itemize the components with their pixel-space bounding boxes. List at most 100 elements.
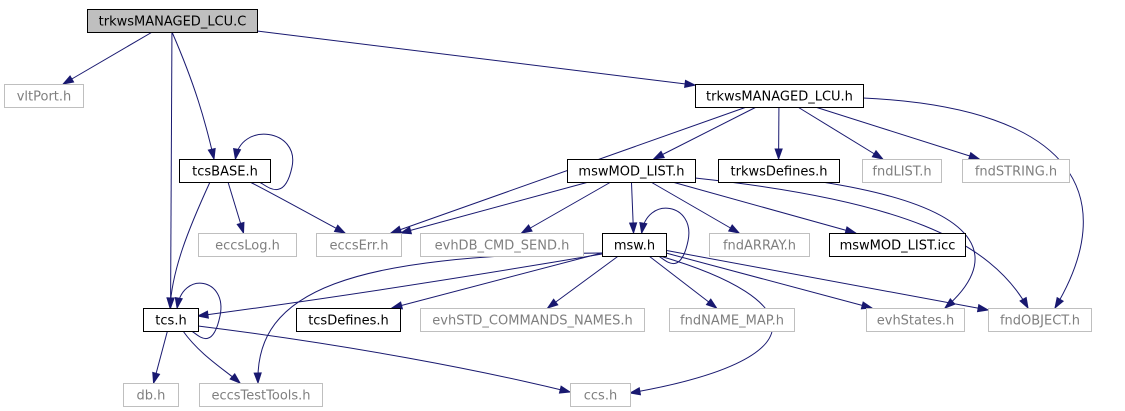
node-eccsErr-label: eccsErr.h: [330, 239, 389, 254]
edge-tcs-to-db: [152, 330, 168, 385]
node-root-label: trkwsMANAGED_LCU.C: [99, 15, 247, 30]
edge-mlcuh-to-fndOBJ-arrowhead: [1054, 296, 1065, 310]
edge-tcsBASE-to-eccsLog-arrowhead: [236, 221, 245, 235]
edge-tcsBASE-to-tcs-line: [169, 181, 211, 309]
node-evhDB-label: evhDB_CMD_SEND.h: [435, 239, 570, 254]
edge-msw-to-tcsDef: [390, 252, 603, 310]
edge-root-to-vltPort-arrowhead: [61, 75, 75, 85]
edge-msw-to-tcs-arrowhead: [196, 310, 209, 319]
edge-mlcuh-to-fndOBJ: [862, 97, 1084, 310]
node-eccsErr-box: [316, 233, 402, 257]
edge-tcsBASE-to-tcs: [166, 181, 211, 310]
edge-mswMOD-to-fndARRAY-arrowhead: [727, 224, 741, 234]
edge-tcsBASE-to-tcsBASE: [232, 133, 294, 191]
edges-layer: [61, 30, 1084, 396]
edge-tcs-to-eccsTT: [182, 330, 242, 384]
node-mswICC-box: [829, 233, 966, 257]
edge-root-to-tcs: [166, 31, 175, 310]
edge-mlcuh-to-trkwsDef-arrowhead: [774, 148, 783, 161]
node-root-box: [87, 9, 258, 33]
edge-msw-to-evhStates-line: [665, 252, 873, 309]
node-evhSTD: evhSTD_COMMANDS_NAMES.h: [420, 308, 645, 332]
edge-tcsBASE-to-eccsErr-arrowhead: [333, 224, 347, 234]
edge-msw-to-tcsDef-line: [391, 252, 603, 309]
node-db: db.h: [123, 383, 179, 407]
edge-msw-to-tcs: [196, 253, 603, 319]
node-tcsBASE[interactable]: tcsBASE.h: [179, 159, 271, 183]
edge-tcsBASE-to-tcsBASE-line: [234, 133, 294, 191]
edge-mswMOD-to-msw-arrowhead: [628, 222, 638, 235]
edge-root-to-vltPort: [61, 31, 153, 85]
edge-mswMOD-to-msw: [628, 181, 638, 235]
node-fndOBJ-label: fndOBJECT.h: [1000, 314, 1080, 329]
node-fndSTRING-label: fndSTRING.h: [975, 165, 1057, 180]
node-fndLIST-label: fndLIST.h: [872, 165, 931, 180]
edge-mswMOD-to-evhDB-line: [521, 181, 612, 234]
edge-mlcuh-to-mswMOD-arrowhead: [652, 150, 665, 160]
node-mswICC-label: mswMOD_LIST.icc: [840, 239, 956, 254]
node-eccsLog-label: eccsLog.h: [215, 239, 280, 254]
node-fndOBJ: fndOBJECT.h: [988, 308, 1092, 332]
edge-msw-to-ccs-arrowhead: [628, 387, 642, 396]
node-trkwsDef[interactable]: trkwsDefines.h: [718, 159, 840, 183]
edge-trkwsDef-to-evhStates-line: [821, 181, 976, 309]
edge-msw-to-evhStates: [665, 252, 874, 310]
node-fndNAME: fndNAME_MAP.h: [669, 308, 795, 332]
node-eccsErr: eccsErr.h: [316, 233, 402, 257]
edge-tcs-to-eccsTT-arrowhead: [229, 372, 242, 384]
edge-mlcuh-to-fndLIST-line: [797, 106, 883, 160]
node-tcsDef-box: [296, 308, 401, 332]
node-root[interactable]: trkwsMANAGED_LCU.C: [87, 9, 258, 33]
edge-msw-to-evhSTD-arrowhead: [546, 298, 559, 309]
node-fndLIST: fndLIST.h: [862, 159, 942, 183]
edge-mlcuh-to-mswMOD: [652, 106, 757, 160]
node-trkwsDef-box: [718, 159, 840, 183]
node-eccsTT: eccsTestTools.h: [199, 383, 323, 407]
edge-tcs-to-ccs-arrowhead: [558, 385, 572, 394]
edge-mlcuh-to-mswMOD-line: [653, 106, 757, 160]
node-tcs-label: tcs.h: [155, 314, 186, 329]
node-mlcuh-box: [695, 84, 864, 108]
edge-root-to-vltPort-line: [62, 31, 153, 85]
edge-tcsBASE-to-eccsErr: [249, 181, 347, 234]
node-tcsDef-label: tcsDefines.h: [308, 314, 389, 329]
node-db-label: db.h: [137, 389, 166, 404]
edge-tcs-to-tcs: [174, 282, 222, 340]
edge-mswMOD-to-mswICC: [672, 181, 858, 235]
edge-msw-to-msw-arrowhead: [639, 221, 648, 235]
node-eccsLog: eccsLog.h: [198, 233, 297, 257]
edge-tcsBASE-to-eccsErr-line: [249, 181, 346, 234]
node-trkwsDef-label: trkwsDefines.h: [731, 165, 828, 180]
edge-tcsBASE-to-tcsBASE-arrowhead: [232, 147, 242, 161]
edge-msw-to-tcsDef-arrowhead: [390, 301, 404, 310]
edge-root-to-mlcuh-line: [256, 30, 696, 86]
node-eccsTT-box: [199, 383, 323, 407]
edge-msw-to-eccsTT-arrowhead: [253, 372, 262, 385]
node-evhStates-box: [866, 308, 965, 332]
edge-msw-to-evhSTD-line: [547, 255, 619, 309]
edge-msw-to-fndOBJ: [665, 249, 990, 313]
node-evhStates: evhStates.h: [866, 308, 965, 332]
node-mlcuh[interactable]: trkwsMANAGED_LCU.h: [695, 84, 864, 108]
edge-mswMOD-to-eccsErr-line: [400, 181, 589, 234]
node-tcsDef[interactable]: tcsDefines.h: [296, 308, 401, 332]
edge-tcs-to-db-arrowhead: [152, 371, 161, 385]
edge-mlcuh-to-eccsErr-arrowhead: [389, 225, 403, 234]
edge-tcs-to-eccsTT-line: [182, 330, 241, 384]
edge-tcs-to-ccs-line: [197, 325, 571, 393]
edge-mlcuh-to-fndOBJ-line: [862, 97, 1084, 309]
edge-msw-to-fndNAME-line: [648, 255, 717, 309]
edge-mlcuh-to-fndLIST-arrowhead: [871, 149, 885, 160]
edge-mswMOD-to-mswICC-arrowhead: [844, 226, 858, 235]
node-msw[interactable]: msw.h: [602, 233, 667, 257]
edge-msw-to-msw-line: [641, 207, 690, 265]
edge-msw-to-fndNAME: [648, 255, 718, 309]
node-mswMOD[interactable]: mswMOD_LIST.h: [567, 159, 696, 183]
node-mlcuh-label: trkwsMANAGED_LCU.h: [706, 90, 853, 105]
edge-msw-to-evhStates-arrowhead: [860, 301, 874, 310]
node-mswICC[interactable]: mswMOD_LIST.icc: [829, 233, 966, 257]
node-evhStates-label: evhStates.h: [877, 314, 955, 329]
node-tcs[interactable]: tcs.h: [143, 308, 199, 332]
node-eccsLog-box: [198, 233, 297, 257]
node-evhDB: evhDB_CMD_SEND.h: [420, 233, 584, 257]
